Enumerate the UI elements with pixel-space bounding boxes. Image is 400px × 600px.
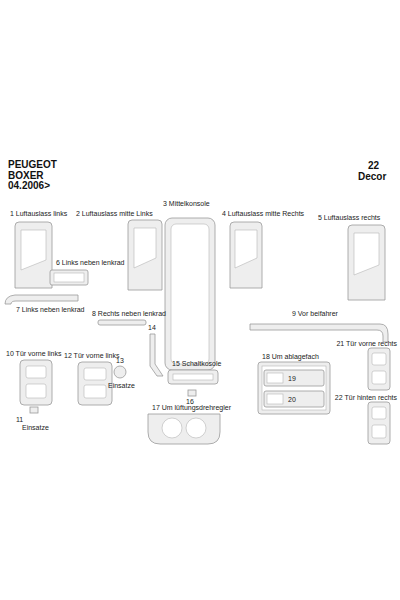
trim-part [168,370,218,384]
part-label: Decor [358,171,386,182]
trim-part [368,348,390,390]
part-label: 4 Luftauslass mitte Rechts [222,210,304,218]
part-label: 11 [16,416,23,424]
part-label: 20 [288,396,296,404]
part-label: Einsatze [22,424,49,432]
part-label: 22 [368,160,379,171]
trim-part [264,391,324,407]
trim-part [50,270,88,285]
trim-part [150,334,163,376]
part-label: 18 Um ablagefach [262,353,319,361]
trim-part [258,362,330,414]
trim-part [188,390,196,396]
trim-part [128,220,162,290]
trim-part [78,362,112,405]
part-label: 9 Vor beifahrer [292,310,338,318]
part-label: 19 [288,375,296,383]
part-label: 3 Mittelkonsole [163,200,210,208]
trim-part [148,414,220,444]
part-label: 14 [148,324,156,332]
part-label: 22 Tür hinten rechts [335,394,397,402]
trim-part [264,370,324,386]
part-label: 13 [116,357,124,365]
part-label: 10 Tür vorne links [6,350,62,358]
part-label: 7 Links neben lenkrad [16,306,85,314]
trim-part [348,225,385,300]
trim-part [15,222,52,288]
trim-part [114,366,126,378]
part-label: 17 Um lüftungsdrehregler [152,404,231,412]
trim-part [368,402,390,444]
trim-part [250,324,388,342]
part-label: 2 Luftauslass mitte Links [76,210,153,218]
part-label: 21 Tür vorne rechts [336,340,397,348]
trim-part [5,295,78,304]
part-label: 8 Rechts neben lenkrad [92,310,166,318]
part-label: 1 Luftauslass links [10,210,67,218]
part-label: 5 Luftauslass rechts [318,214,380,222]
part-label: 12 Tür vorne links [64,352,120,360]
part-label: 6 Links neben lenkrad [56,259,125,267]
trim-part [98,320,146,325]
trim-part [230,222,262,288]
part-label: 15 Schaltkosole [172,360,221,368]
trim-part [20,360,52,405]
trim-part [165,218,215,370]
title: PEUGEOT BOXER 04.2006> [8,160,68,192]
trim-part [30,407,38,413]
part-label: Einsatze [108,382,135,390]
